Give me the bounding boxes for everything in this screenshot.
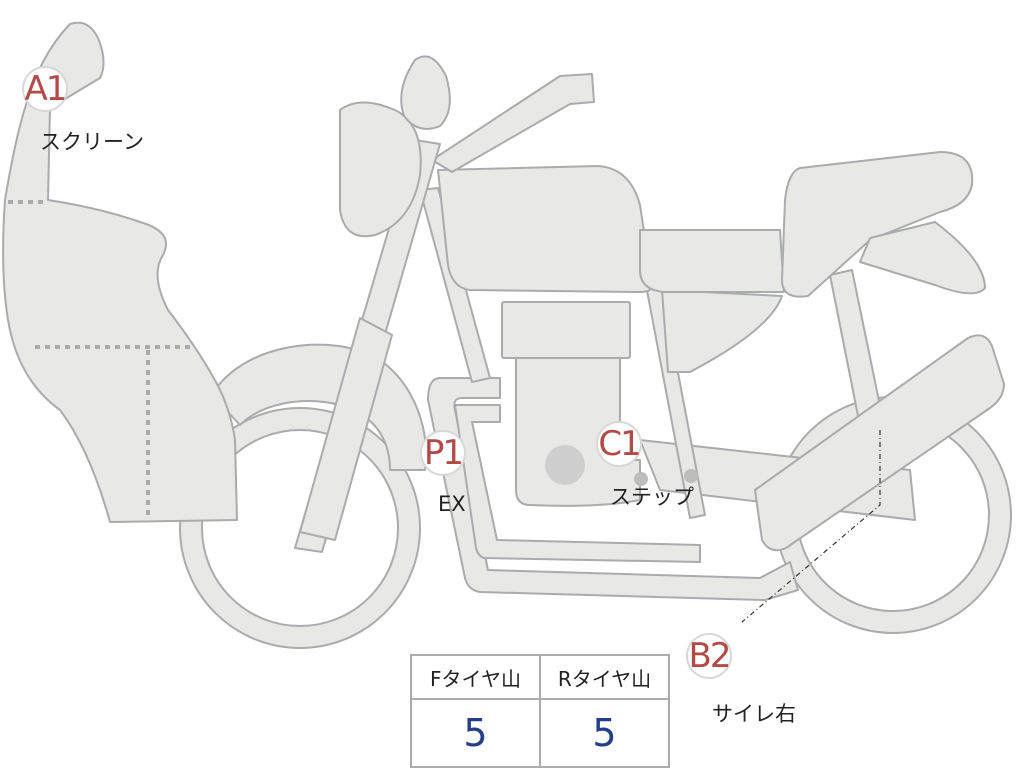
handlebar (431, 73, 595, 173)
exhaust-pipe-inner (454, 404, 701, 563)
label-a1: スクリーン (40, 130, 144, 154)
label-b2: サイレ右 (712, 702, 796, 726)
exhaust-pipe-outer (427, 377, 799, 601)
fairing-guide-lines (8, 200, 190, 515)
rear-tread-value: 5 (539, 698, 670, 768)
front-tread-value: 5 (410, 698, 541, 768)
marker-b2: B2 (686, 633, 732, 679)
engine-cover (545, 445, 585, 485)
tread-value-row: 5 5 (410, 698, 670, 768)
step-left (634, 472, 648, 486)
fairing (2, 21, 238, 523)
seat-front (639, 229, 785, 293)
marker-p1: P1 (420, 430, 466, 476)
rear-tread-header: Rタイヤ山 (539, 654, 670, 700)
tail-cowl (859, 221, 986, 295)
meter (400, 55, 451, 130)
fork-tube-lower (299, 317, 393, 541)
b2-leader-line (741, 430, 881, 623)
tread-header-row: Fタイヤ山 Rタイヤ山 (410, 654, 670, 700)
label-c1: ステップ (610, 485, 694, 509)
engine-head (501, 301, 631, 359)
marker-a1: A1 (22, 66, 68, 112)
tire-tread-table: Fタイヤ山 Rタイヤ山 5 5 (410, 654, 670, 768)
marker-c1: C1 (596, 421, 642, 467)
headlight (339, 101, 422, 238)
side-cover (661, 289, 783, 373)
frame-down-tube (419, 187, 491, 383)
step-right (684, 469, 698, 483)
front-tread-header: Fタイヤ山 (410, 654, 541, 700)
label-p1: EX (438, 492, 466, 516)
fuel-tank (437, 165, 653, 293)
